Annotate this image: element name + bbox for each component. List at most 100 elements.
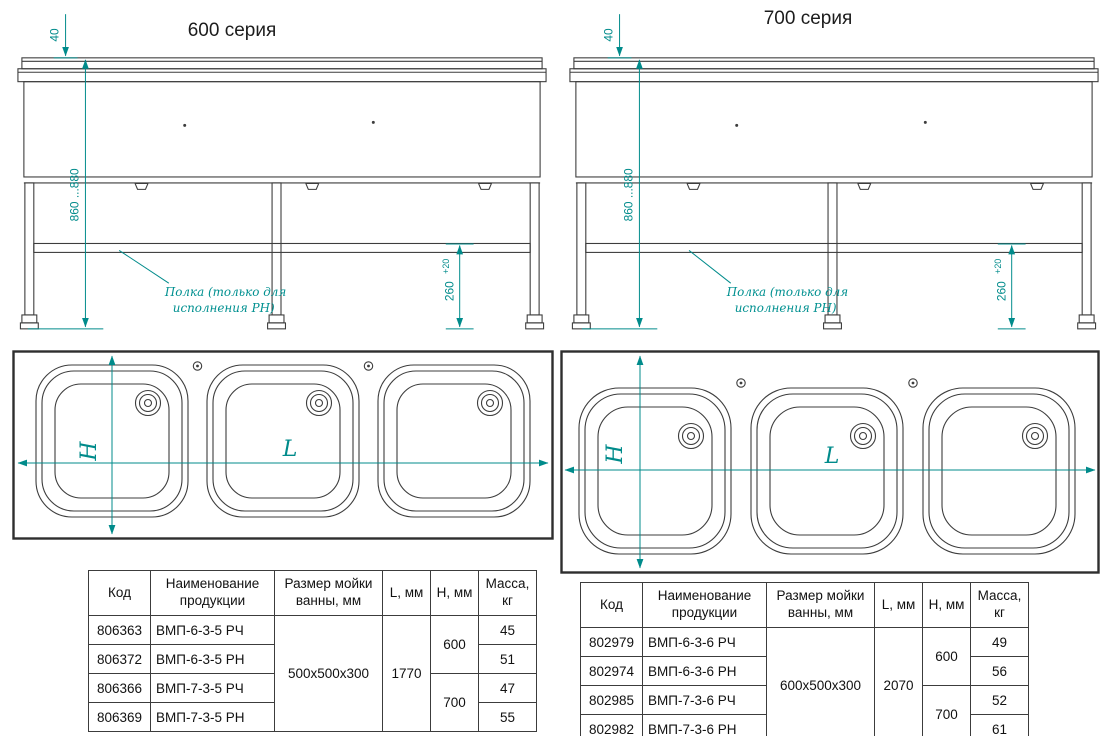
code-cell: 806363 [88,615,151,645]
mass-cell: 45 [478,615,537,645]
tap-hole [736,378,746,388]
drain-clip [477,182,493,190]
dim-top-label: 40 [602,28,616,42]
dimension-lines [581,14,1026,330]
bowl-size-cell: 500x500x300 [274,615,383,732]
length-dim-label: L [282,437,298,462]
tap-hole [192,361,203,371]
leg [24,182,35,316]
foot [526,314,543,324]
length-cell: 1770 [382,615,431,732]
drain [677,422,705,450]
dim-height-label: 860 ...880 [621,168,635,221]
drain [476,389,504,417]
shelf-note-line1: Полка (только для [164,285,286,299]
dimension-lines [564,355,1096,569]
table-row: 806363 ВМП-6-3-5 РЧ 500x500x300 1770 600… [88,615,537,732]
tap-hole [908,378,918,388]
drain [305,389,333,417]
table-row: 806372 ВМП-6-3-5 РН 51 [88,644,537,674]
table-row: 802979 ВМП-6-3-6 РЧ 600x500x300 2070 600… [580,627,1029,736]
sink-table-frame [569,57,1099,330]
product-name-cell: ВМП-6-3-5 РЧ [150,615,275,645]
drain [849,422,877,450]
product-name-cell: ВМП-7-3-6 РН [642,714,767,736]
mass-cell: 47 [478,673,537,703]
drain-clip [686,182,701,190]
col-header-length: L, мм [382,570,431,616]
height-cell: 700 [922,685,971,736]
col-header-length: L, мм [874,582,923,628]
front-view-600: 40 860 ...880 260 +20 Полка (только для … [17,14,547,330]
col-header-height: H, мм [922,582,971,628]
dim-shelf-tolerance: +20 [441,259,451,274]
drain-clip [1029,182,1045,190]
product-name-cell: ВМП-7-3-5 РЧ [150,673,275,703]
leg [529,182,540,316]
height-dim-label: H [77,441,102,462]
code-cell: 802982 [580,714,643,736]
shelf [585,242,1083,253]
table-row: 802982 ВМП-7-3-6 РН 61 [580,714,1029,736]
leg [576,182,587,316]
height-dim-label: H [603,444,628,465]
tap-hole [363,361,374,371]
foot [268,314,285,324]
mass-cell: 52 [970,685,1029,715]
dim-shelf-label: 260 [995,281,1009,301]
plan-view-600: H L [12,350,554,540]
header-row: Код Наименование продукции Размер мойки … [88,570,537,616]
spec-table-700: Код Наименование продукции Размер мойки … [580,582,1029,736]
dimension-lines [17,355,549,535]
foot [824,314,841,324]
table-row: 806366 ВМП-7-3-5 РЧ 700 47 [88,673,537,732]
dim-top-label: 40 [48,28,62,42]
col-header-height: H, мм [430,570,479,616]
series-600-title: 600 серия [187,20,277,41]
drain-clip [856,182,872,190]
height-cell: 700 [430,673,479,732]
code-cell: 802979 [580,627,643,657]
dimension-lines [27,14,474,330]
mass-cell: 49 [970,627,1029,657]
mass-cell: 56 [970,656,1029,686]
dim-shelf-label: 260 [443,281,457,301]
col-header-size: Размер мойки ванны, мм [766,582,875,628]
spec-table-600: Код Наименование продукции Размер мойки … [88,570,537,732]
height-cell: 600 [922,627,971,686]
product-name-cell: ВМП-6-3-5 РН [150,644,275,674]
drain [134,389,162,417]
code-cell: 806369 [88,702,151,732]
col-header-name: Наименование продукции [642,582,767,628]
length-cell: 2070 [874,627,923,736]
shelf-note-line2: исполнения РН) [735,301,837,315]
plan-view-700: H L [560,350,1100,574]
product-name-cell: ВМП-7-3-5 РН [150,702,275,732]
code-cell: 806372 [88,644,151,674]
header-row: Код Наименование продукции Размер мойки … [580,582,1029,628]
foot [573,314,590,324]
shelf-note-line1: Полка (только для [726,285,848,299]
sink-bowl [922,387,1076,555]
series-700-title: 700 серия [763,8,853,29]
worktop-outline [12,350,554,540]
shelf [33,242,531,253]
foot [21,314,38,324]
drain-clip [134,182,149,190]
col-header-name: Наименование продукции [150,570,275,616]
col-header-size: Размер мойки ванны, мм [274,570,383,616]
sink-bowl [206,364,360,518]
dim-shelf-tolerance: +20 [993,259,1003,274]
sink-table-frame [17,57,547,330]
code-cell: 806366 [88,673,151,703]
table-row: 802974 ВМП-6-3-6 РН 56 [580,656,1029,686]
height-cell: 600 [430,615,479,674]
length-dim-label: L [824,444,840,469]
product-name-cell: ВМП-6-3-6 РЧ [642,627,767,657]
foot [1078,314,1095,324]
sink-bowl [377,364,531,518]
bowl-size-cell: 600x500x300 [766,627,875,736]
col-header-code: Код [88,570,151,616]
table-row: 806369 ВМП-7-3-5 РН 55 [88,702,537,732]
